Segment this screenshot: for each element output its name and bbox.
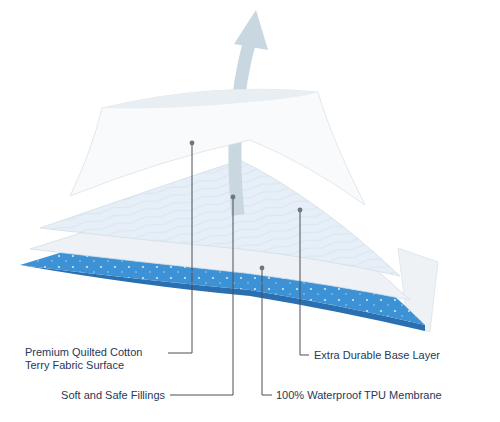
- callout-label: Premium Quilted Cotton Terry Fabric Surf…: [25, 346, 160, 372]
- callout-label: 100% Waterproof TPU Membrane: [276, 389, 476, 402]
- callout-label: Soft and Safe Fillings: [20, 389, 165, 402]
- top-surface: [70, 89, 365, 205]
- leader-dot: [298, 208, 303, 213]
- leader-line: [170, 197, 233, 395]
- leader-dot: [231, 195, 236, 200]
- arrow-head: [234, 10, 268, 50]
- leader-line: [168, 143, 192, 353]
- leader-dot: [190, 141, 195, 146]
- leader-line: [300, 210, 309, 355]
- leader-line: [262, 268, 272, 395]
- top-surface-fold: [102, 89, 318, 108]
- callout-label: Extra Durable Base Layer: [314, 349, 484, 362]
- leader-dot: [260, 266, 265, 271]
